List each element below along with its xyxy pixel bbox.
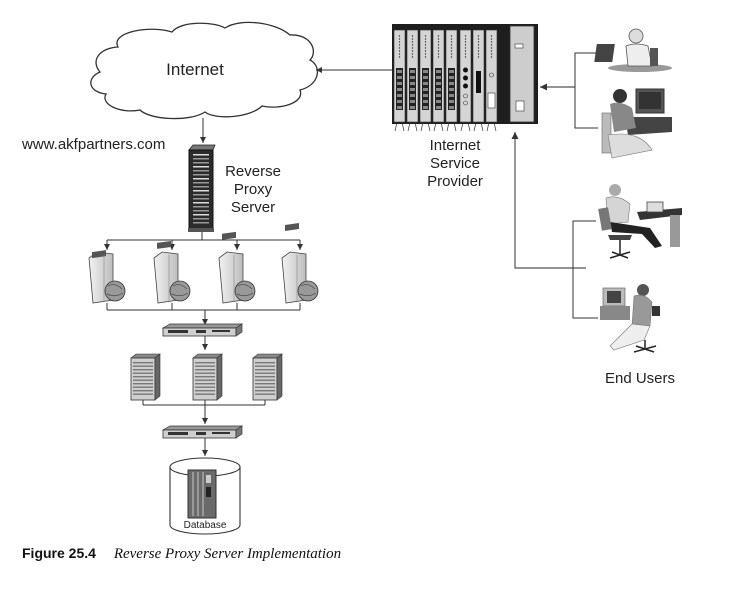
reverse-proxy-label-line-2: Proxy xyxy=(233,181,273,198)
database-icon xyxy=(169,457,241,535)
isp-router-chassis-icon xyxy=(392,24,538,132)
reverse-proxy-label: Reverse Proxy Server xyxy=(218,163,288,217)
isp-line-card-7 xyxy=(472,29,485,132)
internet-cloud-icon xyxy=(90,21,319,120)
end-users-label: End Users xyxy=(604,370,676,387)
network-switch-icon-1 xyxy=(161,323,244,337)
isp-label: Internet Service Provider xyxy=(415,137,495,191)
isp-label-line-1: Internet xyxy=(429,137,481,154)
isp-label-line-3: Provider xyxy=(427,173,483,190)
web-server-icon-4 xyxy=(281,222,319,310)
isp-line-card-6 xyxy=(459,29,472,132)
isp-label-line-2: Service xyxy=(429,155,481,172)
internet-label: Internet xyxy=(166,60,224,79)
reverse-proxy-server-icon xyxy=(188,144,216,232)
figure-caption: Figure 25.4 Reverse Proxy Server Impleme… xyxy=(22,545,341,563)
figure-number: Figure 25.4 xyxy=(22,545,96,561)
web-server-icon-2 xyxy=(153,240,191,310)
reverse-proxy-label-line-3: Server xyxy=(230,199,276,216)
isp-line-card-5 xyxy=(445,29,458,132)
end-user-icon-1 xyxy=(594,28,672,72)
app-server-icon-1 xyxy=(130,353,161,405)
web-server-icon-3 xyxy=(218,231,256,310)
end-user-icon-3 xyxy=(598,184,682,259)
database-label: Database xyxy=(183,520,227,531)
figure-title: Reverse Proxy Server Implementation xyxy=(113,546,342,562)
end-user-icon-4 xyxy=(600,284,660,353)
isp-line-card-3 xyxy=(419,29,432,132)
isp-line-card-4 xyxy=(432,29,445,132)
reverse-proxy-label-line-1: Reverse xyxy=(225,163,281,180)
isp-line-card-1 xyxy=(393,29,406,132)
users-to-isp-connector-bottom xyxy=(511,132,586,269)
end-user-icon-2 xyxy=(601,88,672,159)
network-switch-icon-2 xyxy=(161,425,244,439)
isp-line-card-2 xyxy=(406,29,419,132)
app-server-icon-3 xyxy=(252,353,283,405)
domain-label: www.akfpartners.com xyxy=(22,136,166,153)
web-server-icon-1 xyxy=(88,250,126,310)
isp-line-card-8 xyxy=(485,29,498,132)
app-server-icon-2 xyxy=(192,353,223,405)
